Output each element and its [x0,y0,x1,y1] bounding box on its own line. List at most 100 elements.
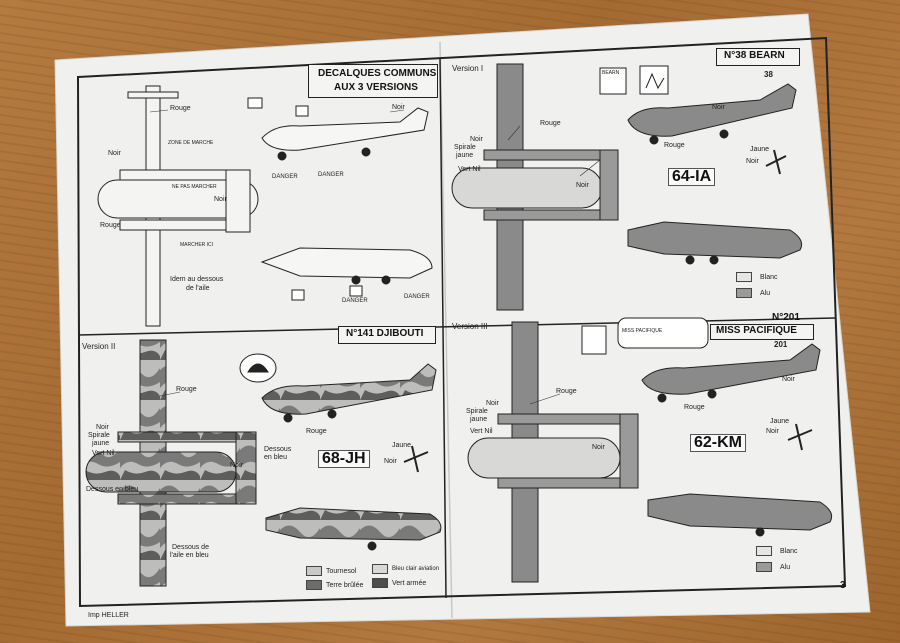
v1-registration: 64-IA [668,168,716,186]
common-label-marcher: MARCHER ICI [180,242,214,248]
v1-side-view-top [627,83,797,145]
v1-propeller [765,149,787,175]
common-side-view-bottom [260,247,433,285]
v3-side-view-top [641,343,821,403]
v1-label-noir2: Noir [576,182,589,189]
common-label-rouge2: Rouge [100,222,121,229]
v3-title-line2: MISS PACIFIQUE [716,325,797,336]
v1-legend-swatch-0 [736,272,752,282]
v2-label-dessous2: en bleu [264,454,287,461]
page-number: 3 [840,580,846,591]
common-label-dessous: Idem au dessous [170,276,224,283]
v3-label-noir3: Noir [782,376,795,383]
v1-label-noir3: Noir [712,104,725,111]
v3-legend-swatch-0 [756,546,772,556]
v1-label-noir4: Noir [746,158,759,165]
v1-label-jaune2: Jaune [750,146,770,153]
common-danger3: DANGER [342,298,368,304]
v3-legend-label-0: Blanc [780,548,798,555]
v2-version-label: Version II [82,342,116,351]
v3-propeller [787,423,813,451]
common-label-zone: ZONE DE MARCHE [168,140,214,146]
v2-legend-swatch-2 [372,564,388,574]
v2-label-jaune2: Jaune [392,442,412,449]
v2-label-noir3: Noir [384,458,397,465]
v2-header-box [338,326,436,344]
v3-title-line1: N°201 [772,312,800,323]
common-label-noir2: Noir [214,196,227,203]
common-label-noir1: Noir [108,150,121,157]
v2-label-rouge: Rouge [176,386,197,393]
v2-label-dessous: Dessous [264,446,292,453]
v3-label-noir4: Noir [766,428,779,435]
v2-label-dessous-bleu: Dessous en bleu [86,486,139,493]
v2-badge [239,353,277,383]
v3-planform [467,321,639,583]
v1-label-spirale: Spirale [454,144,476,151]
v3-label-spirale: Spirale [466,408,488,415]
common-side-view-top [261,107,429,161]
v3-label-jaune: jaune [470,416,488,423]
v1-label-rouge2: Rouge [664,142,685,149]
v3-legend-label-1: Alu [780,564,791,571]
v2-title: N°141 DJIBOUTI [346,328,424,339]
printer-credit: Imp HELLER [88,612,129,619]
v2-label-spirale: Spirale [88,432,110,439]
v1-label-vertnil: Vert Nil [458,166,481,173]
v1-side-view-bottom [627,221,803,265]
v1-legend-swatch-1 [736,288,752,298]
v2-label-vertnil: Vert Nil [92,450,115,457]
v1-legend-label-1: Alu [760,290,771,297]
v3-label-noir: Noir [486,400,499,407]
v1-label-rouge: Rouge [540,120,561,127]
v1-header-box [716,48,800,66]
v2-legend-label-1: Terre brûlée [326,582,364,589]
v2-label-jaune: jaune [92,440,110,447]
v3-registration: 62-KM [690,434,747,452]
common-header-box [308,64,438,98]
common-planform [97,85,259,327]
v3-version-label: Version III [452,322,488,331]
v3-label-rouge2: Rouge [684,404,705,411]
common-title-line2: AUX 3 VERSIONS [334,82,418,93]
v2-propeller [403,445,429,473]
v3-badges [581,317,709,355]
common-label-dessous2: de l'aile [186,285,210,292]
v3-header-box [710,324,814,340]
common-label-noir3: Noir [392,104,405,111]
v3-label-noir2: Noir [592,444,605,451]
v2-legend-swatch-1 [306,580,322,590]
common-title-line1: DECALQUES COMMUNS [318,68,437,79]
v2-registration: 68-JH [318,450,370,468]
v1-fin-number: 38 [764,70,773,79]
v2-label-dessous-aile2: l'aile en bleu [170,552,209,559]
v3-label-jaune2: Jaune [770,418,790,425]
v1-label-jaune: jaune [456,152,474,159]
v1-badges [599,65,669,95]
common-danger4: DANGER [404,294,430,300]
v3-badge-text: MISS PACIFIQUE [622,328,663,334]
v2-label-rouge2: Rouge [306,428,327,435]
v2-legend-label-3: Vert armée [392,580,427,587]
common-danger2: DANGER [318,172,344,178]
v2-legend-swatch-3 [372,578,388,588]
v2-label-dessous-aile1: Dessous de [172,544,209,551]
v1-title: N°38 BEARN [724,50,785,61]
common-label-rouge: Rouge [170,105,191,112]
v3-side-view-bottom [647,493,833,537]
v1-version-label: Version I [452,64,484,73]
v2-label-noir2: Noir [230,462,243,469]
v1-badge-text: BEARN [602,70,620,76]
v3-label-rouge: Rouge [556,388,577,395]
v2-planform [85,339,257,587]
v3-legend-swatch-1 [756,562,772,572]
v1-planform [451,63,619,311]
common-danger1: DANGER [272,174,298,180]
v2-legend-swatch-0 [306,566,322,576]
v2-legend-label-0: Tournesol [326,568,357,575]
v3-fin-number: 201 [774,340,788,349]
v1-label-noir: Noir [470,136,483,143]
v1-legend-label-0: Blanc [760,274,778,281]
common-label-ne-pas: NE PAS MARCHER [172,184,217,190]
